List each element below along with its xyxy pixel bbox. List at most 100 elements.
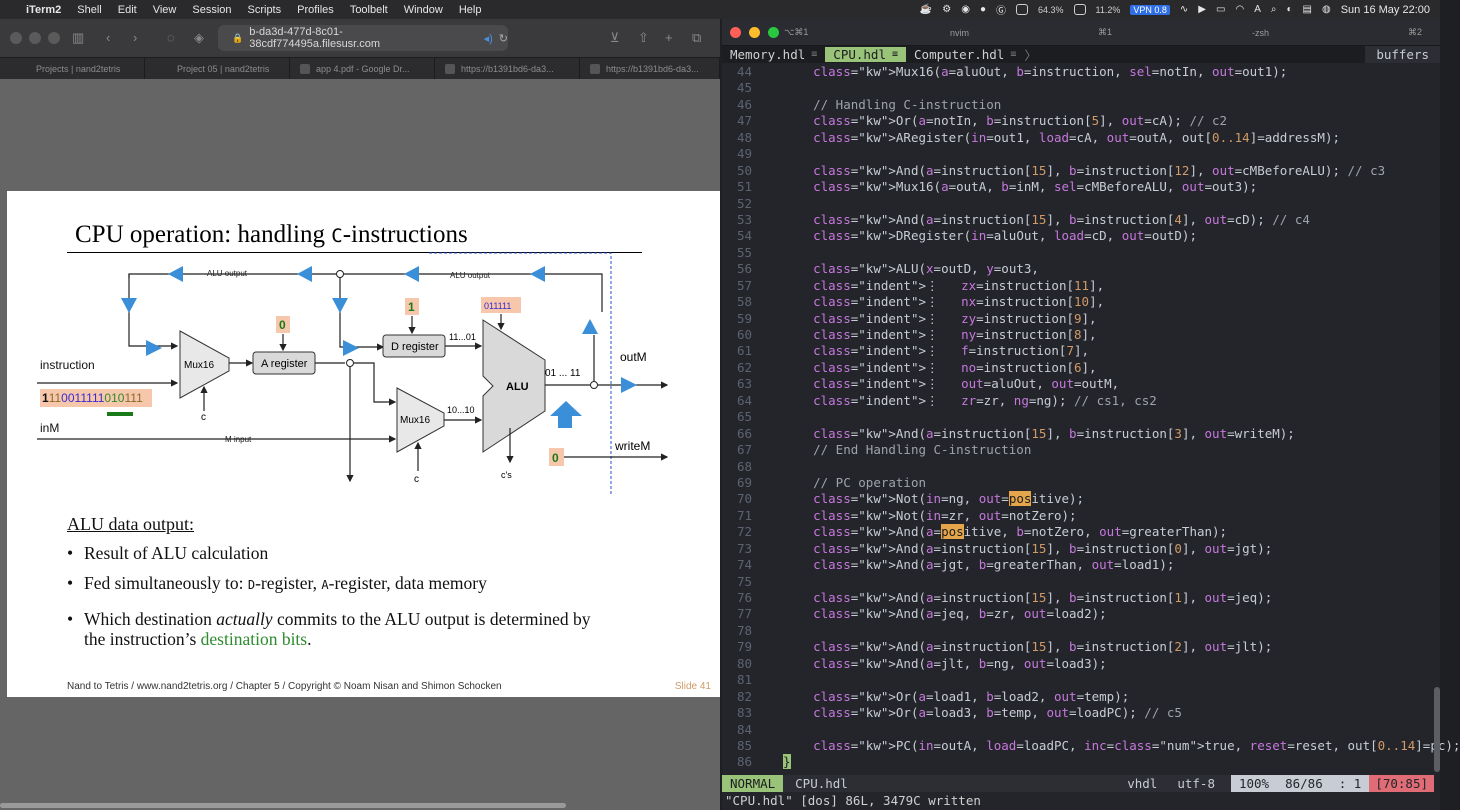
tab-shortcut: ⌥⌘1 — [784, 27, 809, 37]
vpn-badge[interactable]: VPN 0.8 — [1130, 4, 1170, 15]
line-number: 82 — [736, 688, 752, 704]
buffer-memory[interactable]: Memory.hdl≡ — [730, 47, 818, 62]
mux16-a — [179, 330, 230, 399]
cpu-icon[interactable] — [1015, 4, 1028, 15]
buffer-computer[interactable]: Computer.hdl≡〉 — [914, 47, 1037, 63]
search-icon[interactable]: ⌕ — [1270, 4, 1277, 15]
menu-window[interactable]: Window — [403, 3, 443, 16]
menu-edit[interactable]: Edit — [117, 3, 137, 16]
clock[interactable]: Sun 16 May 22:00 — [1340, 3, 1430, 16]
flow-arrow — [297, 266, 312, 282]
privacy-icon[interactable]: ◌ — [167, 30, 175, 45]
siri-icon[interactable]: ◍ — [1321, 4, 1331, 15]
browser-tab[interactable]: app 4.pdf - Google Dr... — [290, 58, 435, 79]
tab-zsh[interactable]: -zsh — [1252, 27, 1270, 38]
zoom-button[interactable] — [768, 26, 779, 38]
mux16-b-control: c — [414, 474, 419, 485]
status-percent: 100% — [1230, 775, 1278, 792]
address-bar[interactable]: 🔒 b-da3d-477d-8c01-38cdf774495a.filesusr… — [218, 25, 508, 51]
tab-nvim[interactable]: nvim — [950, 27, 970, 38]
close-button[interactable] — [730, 26, 741, 38]
menu-view[interactable]: View — [152, 3, 177, 16]
reload-icon[interactable]: ↻ — [498, 32, 508, 45]
minimize-button[interactable] — [749, 26, 760, 38]
gear-status-icon[interactable]: ⚙ — [942, 4, 952, 15]
status-filetype: vhdl — [1127, 776, 1158, 791]
zoom-button[interactable] — [48, 32, 60, 44]
horizontal-scrollbar[interactable] — [0, 803, 566, 808]
user-icon[interactable]: ◐ — [1286, 4, 1293, 15]
alu-feedback-line — [128, 273, 603, 312]
line-number: 63 — [736, 376, 752, 392]
menu-scripts[interactable]: Scripts — [247, 3, 282, 16]
browser-tab[interactable]: Projects | nand2tetris — [0, 58, 145, 79]
terminal-titlebar: ⌥⌘1 nvim ⌘1 -zsh ⌘2 — [722, 19, 1440, 46]
back-icon[interactable]: ‹ — [106, 30, 111, 45]
code-line: 70 class="kw">Not(in=ng, out=positive); — [722, 491, 1440, 507]
line-number: 48 — [736, 129, 752, 145]
g-icon[interactable]: Ⓖ — [995, 6, 1006, 17]
title-code: C — [331, 225, 343, 247]
menu-app-name[interactable]: iTerm2 — [26, 3, 62, 16]
shield-icon[interactable]: ◈ — [194, 30, 204, 45]
menu-help[interactable]: Help — [458, 3, 482, 16]
mux-out-bits: 10...10 — [447, 405, 475, 415]
control-center-icon[interactable]: ▤ — [1302, 4, 1312, 15]
code-line: 46 // Handling C-instruction — [722, 97, 1440, 113]
new-tab-icon[interactable]: + — [665, 30, 673, 45]
code-line: 64 class="indent">⋮ zr=zr, ng=ng); // cs… — [722, 393, 1440, 409]
forward-icon[interactable]: › — [133, 30, 138, 45]
alu-out-bits: 01 ... 11 — [545, 368, 581, 379]
line-number: 65 — [736, 409, 752, 425]
line-number: 72 — [736, 524, 752, 540]
code-line: 75 — [722, 574, 1440, 590]
line-number: 44 — [736, 64, 752, 79]
line-number: 59 — [736, 310, 752, 326]
bullet-2-d: D — [247, 578, 256, 592]
code-line: 63 class="indent">⋮ out=aluOut, out=outM… — [722, 376, 1440, 392]
alu-status-bits: c's — [501, 470, 512, 480]
browser-tab[interactable]: Project 05 | nand2tetris — [145, 58, 290, 79]
circle-icon[interactable]: ◉ — [961, 4, 970, 15]
font-icon[interactable]: A — [1254, 4, 1261, 15]
code-editor[interactable]: 44 class="kw">Mux16(a=aluOut, b=instruct… — [722, 64, 1460, 771]
flow-arrow — [146, 340, 162, 356]
menu-profiles[interactable]: Profiles — [297, 3, 334, 16]
mux16-a-label: Mux16 — [184, 360, 214, 371]
browser-tab[interactable]: https://b1391bd6-da3... — [580, 58, 720, 79]
wave-icon[interactable]: ∿ — [1179, 4, 1189, 15]
wifi-icon[interactable]: ◠ — [1235, 4, 1245, 15]
cpu-percent: 64.3% — [1037, 4, 1064, 15]
tabs-overview-icon[interactable]: ⧉ — [692, 30, 702, 45]
play-icon[interactable]: ▶ — [1198, 4, 1206, 15]
menubar: iTerm2 Shell Edit View Session Scripts P… — [0, 0, 1440, 19]
menu-toolbelt[interactable]: Toolbelt — [349, 3, 388, 16]
menu-shell[interactable]: Shell — [77, 3, 102, 16]
terminal-scrollbar[interactable] — [1434, 687, 1440, 772]
browser-tab[interactable]: https://b1391bd6-da3... — [435, 58, 580, 79]
a-register-label: A register — [261, 358, 308, 370]
line-number: 56 — [736, 261, 752, 277]
memory-icon[interactable] — [1073, 4, 1086, 15]
instruction-label: instruction — [40, 358, 95, 372]
speaker-icon[interactable]: ◂) — [483, 32, 493, 45]
alu-label: ALU — [506, 381, 529, 393]
buffer-cpu[interactable]: CPU.hdl≡ — [825, 47, 907, 62]
a-load-value: 0 — [279, 318, 286, 332]
coffee-icon[interactable]: ☕ — [919, 4, 933, 15]
code-line: 59 class="indent">⋮ zy=instruction[9], — [722, 311, 1440, 327]
grammarly-icon[interactable]: ● — [979, 4, 986, 15]
bullet-3-emphasis: actually — [216, 609, 273, 629]
share-icon[interactable]: ⇧ — [638, 30, 649, 45]
minimize-button[interactable] — [29, 32, 41, 44]
line-number: 50 — [736, 162, 752, 178]
line-number: 71 — [736, 507, 752, 523]
download-icon[interactable]: ⊻ — [610, 30, 620, 45]
sidebar-icon[interactable]: ▥ — [72, 30, 85, 45]
title-text-end: -instructions — [342, 221, 468, 248]
bullet-2-mid: -register, — [255, 573, 322, 593]
bullet-2-text: Fed simultaneously to: — [84, 573, 248, 593]
menu-session[interactable]: Session — [192, 3, 232, 16]
battery-icon[interactable]: ▭ — [1216, 4, 1226, 15]
close-button[interactable] — [10, 32, 22, 44]
